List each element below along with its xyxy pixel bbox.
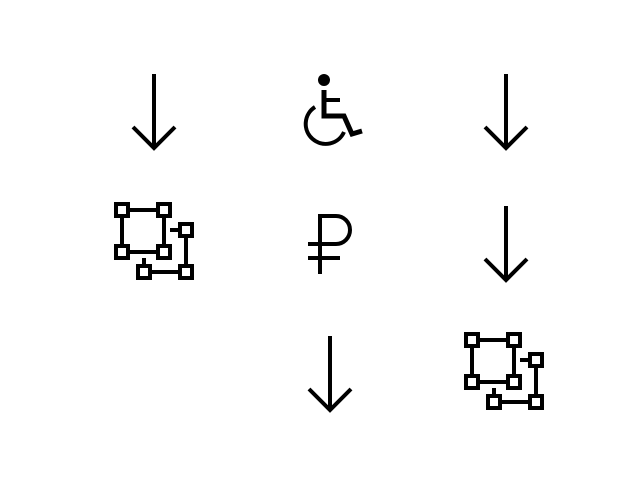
wheelchair-accessible-icon: [298, 74, 366, 150]
arrow-down-icon: [482, 72, 530, 152]
arrow-down-icon: [482, 204, 530, 284]
arrow-down-icon: [130, 72, 178, 152]
object-group-icon: [464, 332, 546, 414]
object-group-icon: [114, 202, 196, 284]
arrow-down-icon: [306, 334, 354, 414]
ruble-sign-icon: [306, 212, 358, 276]
